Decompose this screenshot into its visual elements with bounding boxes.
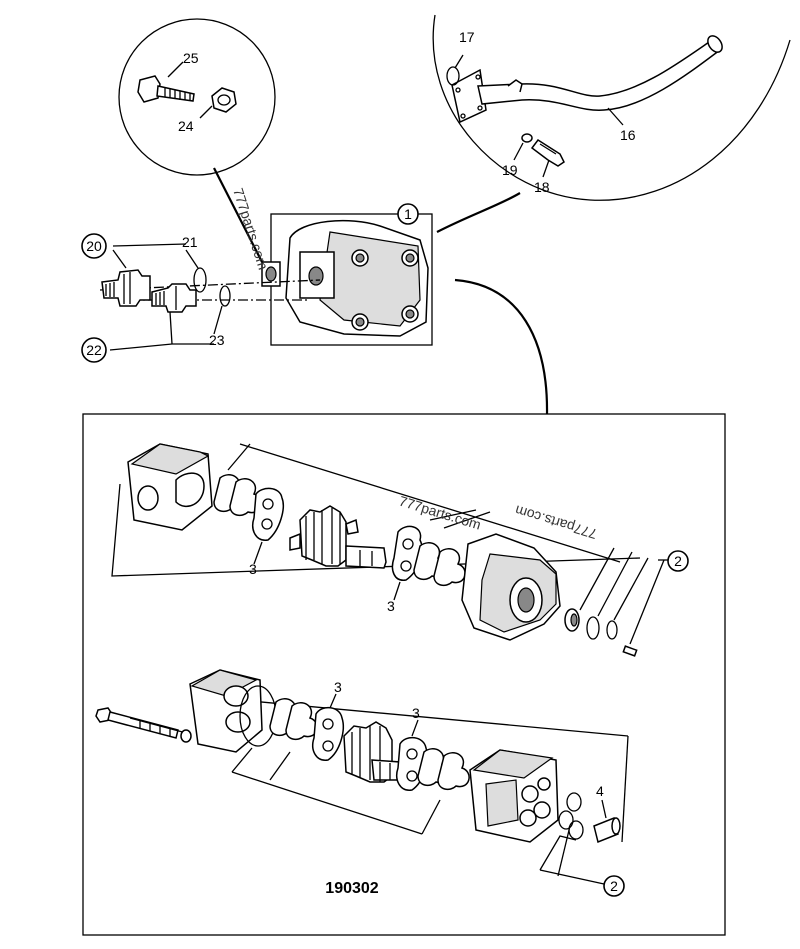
label-17: 17	[459, 29, 475, 45]
label-3a: 3	[249, 561, 257, 577]
svg-text:2: 2	[674, 553, 682, 569]
callout-2-lower: 2	[603, 875, 625, 897]
pump-assembly	[261, 213, 433, 346]
callout-22: 22	[81, 337, 107, 363]
gear-pair-upper	[289, 505, 387, 569]
label-25: 25	[183, 50, 199, 66]
label-3c: 3	[334, 679, 342, 695]
gear-pair-lower	[343, 721, 403, 783]
nut-part	[211, 87, 237, 113]
callout-20: 20	[81, 233, 107, 259]
callout-1: 1	[397, 203, 419, 225]
upper-exploded-row	[111, 443, 665, 657]
label-3d: 3	[412, 705, 420, 721]
label-23: 23	[209, 332, 225, 348]
figure-code: 190302	[325, 880, 378, 897]
svg-text:2: 2	[610, 878, 618, 894]
label-4: 4	[596, 783, 604, 799]
svg-text:1: 1	[404, 206, 412, 222]
lower-exploded-row	[95, 669, 629, 885]
bolt-part	[137, 75, 195, 103]
fittings-group	[99, 243, 321, 351]
exploded-view-frame	[82, 413, 726, 936]
label-21: 21	[182, 234, 198, 250]
label-3b: 3	[387, 598, 395, 614]
detail-circle-bolt-nut	[118, 18, 276, 263]
svg-text:22: 22	[86, 342, 102, 358]
svg-text:20: 20	[86, 238, 102, 254]
watermark-right: 777parts.com	[513, 502, 599, 542]
label-24: 24	[178, 118, 194, 134]
label-16: 16	[620, 127, 636, 143]
watermark-top: 777parts.com	[230, 186, 271, 272]
label-19: 19	[502, 162, 518, 178]
label-18: 18	[534, 179, 550, 195]
callout-2-upper: 2	[658, 550, 689, 572]
detail-circle-pipe	[432, 14, 791, 233]
